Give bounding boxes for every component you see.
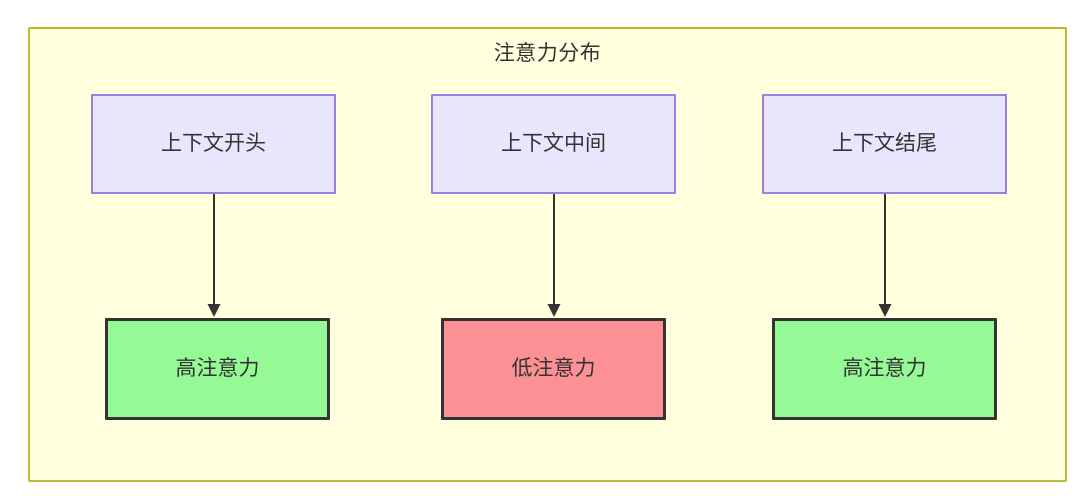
node-context-start[interactable]: 上下文开头 — [91, 94, 336, 194]
node-context-middle[interactable]: 上下文中间 — [431, 94, 676, 194]
node-label: 高注意力 — [842, 357, 927, 381]
arrow-context-middle-to-low-attention — [547, 194, 561, 317]
node-label: 上下文开头 — [161, 132, 266, 156]
subgraph-title: 注意力分布 — [493, 42, 602, 65]
node-high-attention-start[interactable]: 高注意力 — [105, 318, 330, 420]
arrow-context-start-to-high-attention — [207, 194, 221, 317]
node-label: 上下文中间 — [501, 132, 606, 156]
node-low-attention-middle[interactable]: 低注意力 — [441, 318, 666, 420]
node-label: 高注意力 — [175, 357, 260, 381]
arrow-context-end-to-high-attention — [878, 194, 892, 317]
node-high-attention-end[interactable]: 高注意力 — [772, 318, 997, 420]
node-label: 低注意力 — [511, 357, 596, 381]
node-label: 上下文结尾 — [832, 132, 937, 156]
attention-distribution-subgraph: 注意力分布 上下文开头 高注意力 上下文中间 低注意力 上下文结尾 — [28, 27, 1067, 482]
node-context-end[interactable]: 上下文结尾 — [762, 94, 1007, 194]
